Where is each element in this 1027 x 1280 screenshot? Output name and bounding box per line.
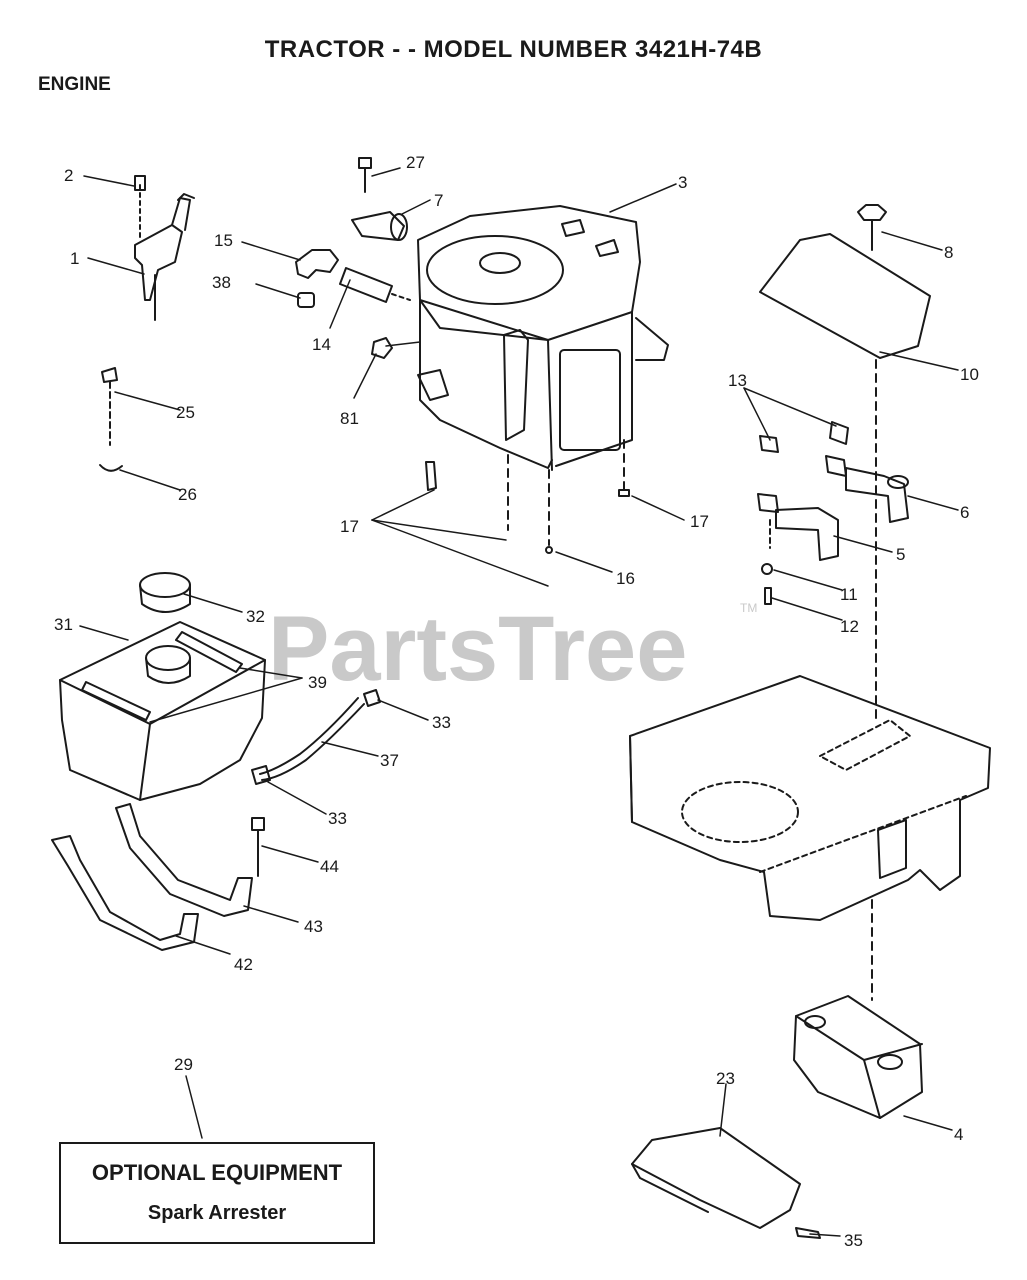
exhaust-pipe-part [757,421,909,605]
watermark-tm: TM [740,601,757,615]
callout-26: 26 [178,485,197,504]
engine-mount-pins-part [425,439,630,554]
tank-strap-part [51,803,265,951]
callout-25: 25 [176,403,195,422]
optional-equipment-heading: OPTIONAL EQUIPMENT [91,1160,343,1185]
frame-plate-part [629,675,991,921]
elbow-tube-part [295,249,411,308]
muffler-part [793,899,923,1119]
callout-31: 31 [54,615,73,634]
callout-35: 35 [844,1231,863,1250]
callout-17b: 17 [690,512,709,531]
callout-27: 27 [406,153,425,172]
callout-43: 43 [304,917,323,936]
callout-44: 44 [320,857,339,876]
muffler-guard-part [631,1127,821,1239]
clamp-part [351,157,408,241]
section-title: ENGINE [38,74,111,95]
callout-leaders [79,167,959,1237]
optional-equipment-box: OPTIONAL EQUIPMENT Spark Arrester [59,1142,375,1244]
throttle-control-part [134,175,195,321]
callout-16: 16 [616,569,635,588]
callout-39: 39 [308,673,327,692]
callout-6: 6 [960,503,969,522]
callout-13: 13 [728,371,747,390]
heat-shield-part [759,204,931,721]
callout-10: 10 [960,365,979,384]
fuel-tank-part [59,572,266,801]
callout-8: 8 [944,243,953,262]
callout-labels: 1 2 3 4 5 6 7 8 10 11 12 13 14 15 16 17 … [54,153,979,1250]
callout-33a: 33 [432,713,451,732]
callout-2: 2 [64,166,73,185]
callout-38: 38 [212,273,231,292]
callout-5: 5 [896,545,905,564]
callout-17a: 17 [340,517,359,536]
callout-3: 3 [678,173,687,192]
callout-42: 42 [234,955,253,974]
callout-4: 4 [954,1125,963,1144]
callout-81: 81 [340,409,359,428]
callout-23: 23 [716,1069,735,1088]
callout-37: 37 [380,751,399,770]
engine-part [417,205,669,471]
callout-7: 7 [434,191,443,210]
page-title: TRACTOR - - MODEL NUMBER 3421H-74B [264,36,763,63]
callout-15: 15 [214,231,233,250]
callout-33b: 33 [328,809,347,828]
callout-11: 11 [840,585,858,604]
fuel-line-part [251,689,381,785]
spark-arrester-label: Spark Arrester [147,1202,287,1224]
callout-29: 29 [174,1055,193,1074]
callout-32: 32 [246,607,265,626]
nut-part [371,337,393,359]
callout-1: 1 [70,249,79,268]
callout-12: 12 [840,617,859,636]
spark-plug-lead-part [99,367,123,472]
watermark: PartsTree [268,598,687,700]
callout-14: 14 [312,335,331,354]
